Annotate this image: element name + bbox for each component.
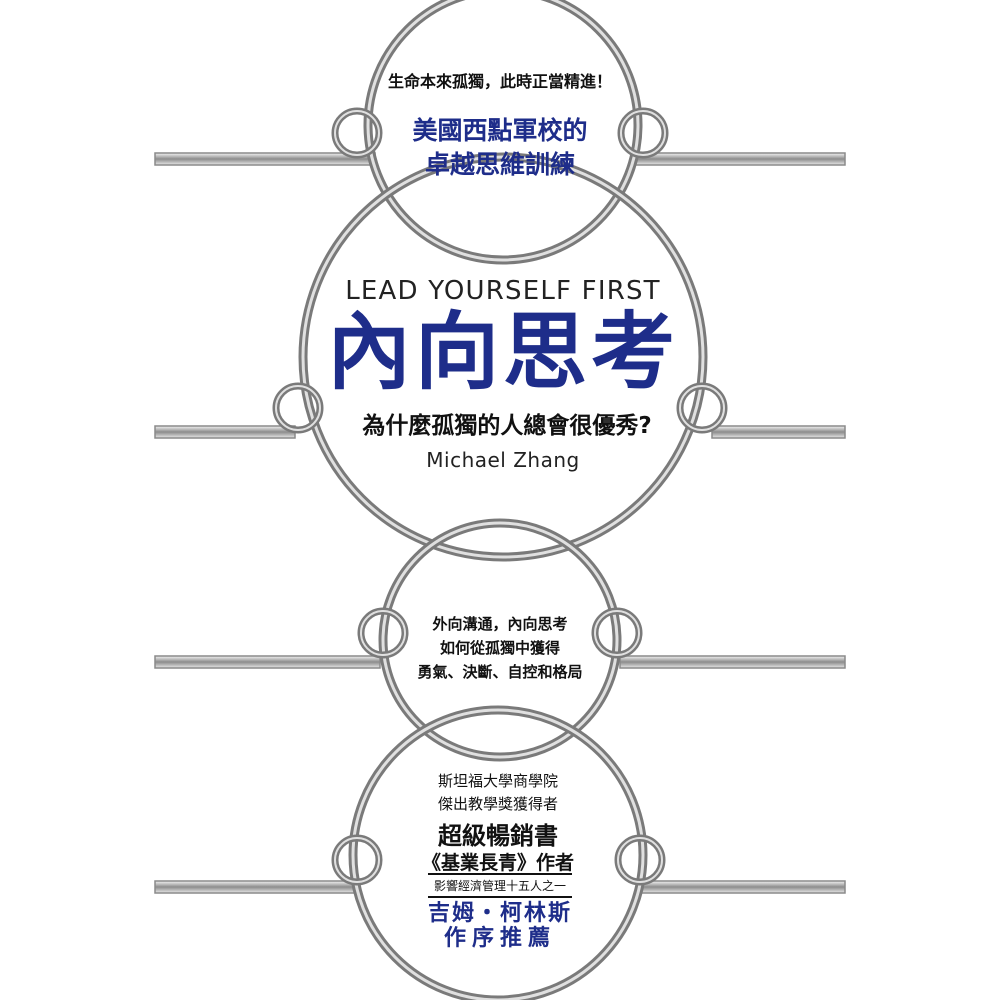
loop-4-right <box>614 834 666 886</box>
tagline: 生命本來孤獨，此時正當精進！ <box>387 72 613 91</box>
endorser-credentials: 斯坦福大學商學院 傑出教學獎獲得者 <box>438 770 558 816</box>
loop-2-left <box>272 382 324 434</box>
endorser-line-2: 傑出教學獎獲得者 <box>437 795 559 813</box>
influence-label: 影響經濟管理十五人之一 <box>427 873 573 898</box>
bar-3-left <box>154 655 381 669</box>
bar-4-left <box>154 880 356 894</box>
main-title: 內向思考 <box>326 302 680 401</box>
ring-middle <box>378 518 622 762</box>
bar-2-right <box>711 425 846 439</box>
bar-2-left <box>154 425 296 439</box>
loop-1-right <box>617 107 669 159</box>
book-author-label: 《基業長青》作者 <box>421 852 575 874</box>
english-title: LEAD YOURSELF FIRST <box>345 276 661 306</box>
middle-blurb: 外向溝通，內向思考 如何從孤獨中獲得 勇氣、決斷、自控和格局 <box>417 612 582 684</box>
subtitle: 美國西點軍校的 卓越思維訓練 <box>412 114 587 182</box>
bar-1-left <box>154 152 376 166</box>
middle-blurb-line-2: 如何從孤獨中獲得 <box>439 639 561 657</box>
preface-recommendation: 作序推薦 <box>443 926 557 951</box>
bestseller-label: 超級暢銷書 <box>438 822 558 850</box>
loop-4-left <box>331 834 383 886</box>
question-subtitle: 為什麼孤獨的人總會很優秀? <box>362 413 652 439</box>
middle-blurb-line-3: 勇氣、決斷、自控和格局 <box>417 663 583 681</box>
subtitle-line-1: 美國西點軍校的 <box>412 116 588 145</box>
loop-2-right <box>676 382 728 434</box>
loop-1-left <box>331 107 383 159</box>
ring-bottom <box>348 705 648 1000</box>
subtitle-line-2: 卓越思維訓練 <box>424 150 576 179</box>
ring-top <box>363 0 643 265</box>
ring-main <box>298 152 708 562</box>
bar-3-right <box>619 655 846 669</box>
loop-3-left <box>357 607 409 659</box>
endorser-line-1: 斯坦福大學商學院 <box>437 772 559 790</box>
loops <box>272 107 728 886</box>
author-name: Michael Zhang <box>426 448 580 472</box>
rings <box>298 0 708 1000</box>
middle-blurb-line-1: 外向溝通，內向思考 <box>432 615 568 633</box>
bar-4-right <box>639 880 846 894</box>
endorser-name: 吉姆・柯林斯 <box>427 901 573 926</box>
bar-1-right <box>634 152 846 166</box>
loop-3-right <box>591 607 643 659</box>
